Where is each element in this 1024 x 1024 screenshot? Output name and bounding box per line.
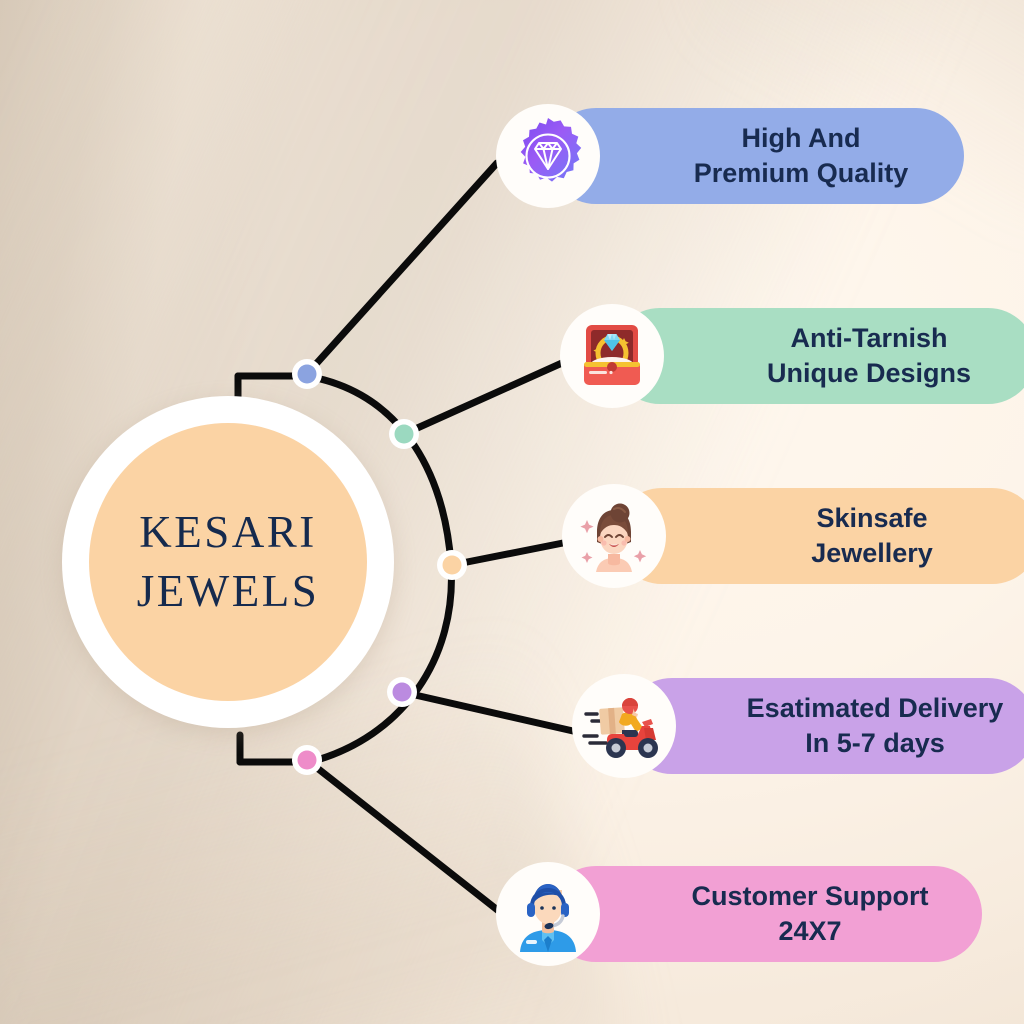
feature-skinsafe-jewellery[interactable]: Skinsafe Jewellery	[562, 484, 1024, 588]
agent-face	[534, 890, 562, 924]
ring-box-sparkles	[593, 338, 629, 355]
diamond-pavilion	[542, 148, 554, 170]
feature-label-4-line2: In 5-7 days	[805, 728, 945, 758]
node-dot-4	[387, 677, 417, 707]
face-ear-left	[597, 536, 604, 542]
face-cheek-left	[601, 540, 607, 546]
feature-pill-1: High And Premium Quality	[548, 108, 964, 204]
ring-box-dot	[609, 370, 613, 375]
branch-line-1	[303, 159, 501, 378]
headset-band	[530, 888, 566, 908]
feature-customer-support[interactable]: Customer Support 24X7	[496, 862, 982, 966]
feature-text-2: Anti-Tarnish Unique Designs	[724, 321, 1014, 391]
feature-label-2-line2: Unique Designs	[766, 358, 972, 388]
feature-esatimated-delivery[interactable]: Esatimated Delivery In 5-7 days	[572, 674, 1024, 778]
scooter-front-fairing	[644, 728, 656, 740]
node-dot-2	[389, 419, 419, 449]
face-hair-bun	[610, 503, 630, 523]
feature-label-3-line1: Skinsafe	[816, 502, 928, 533]
feature-icon-bubble-3	[562, 484, 666, 588]
diamond-badge-icon	[520, 118, 582, 182]
feature-label-5-line2: 24X7	[778, 916, 842, 946]
face-cheek-right	[621, 540, 627, 546]
delivery-parcel	[599, 707, 625, 735]
agent-shirt-placket	[544, 936, 552, 952]
feature-icon-bubble-4	[572, 674, 676, 778]
connector-nodes	[292, 359, 467, 775]
feature-pill-2: Anti-Tarnish Unique Designs	[612, 308, 1024, 404]
ring-box-icon	[584, 325, 640, 385]
feature-label-2-line1: Anti-Tarnish	[790, 322, 948, 353]
feature-pill-5: Customer Support 24X7	[548, 866, 982, 962]
feature-label-1-line1: High And	[741, 122, 861, 153]
scooter-handlebar	[642, 719, 653, 727]
feature-icon-bubble-5	[496, 862, 600, 966]
brand-name-line1: KESARI	[139, 506, 317, 557]
headset-agent-icon	[520, 884, 576, 952]
ring-box-front	[584, 364, 640, 385]
scooter-wheels	[606, 738, 658, 758]
agent-name-tag	[526, 940, 537, 944]
agent-eyes	[540, 906, 556, 910]
feature-anti-tarnish-unique-designs[interactable]: Anti-Tarnish Unique Designs	[560, 304, 1024, 408]
headset-mic	[544, 922, 554, 930]
rider-helmet-top	[622, 698, 638, 706]
glowing-face-icon	[580, 503, 647, 572]
node-dot-1	[292, 359, 322, 389]
branch-line-5	[303, 756, 504, 916]
face-sparkles	[580, 520, 647, 563]
node-dot-5	[292, 745, 322, 775]
feature-high-and-premium-quality[interactable]: High And Premium Quality	[496, 104, 964, 208]
feature-text-3: Skinsafe Jewellery	[726, 501, 1018, 571]
feature-label-5-line1: Customer Support	[691, 880, 929, 911]
ring-diamond	[604, 334, 620, 351]
rider-face	[632, 708, 638, 717]
ring-box-label	[589, 371, 607, 374]
brand-hub-inner: KESARI JEWELS	[89, 423, 367, 701]
feature-icon-bubble-1	[496, 104, 600, 208]
badge-inner-ring	[525, 133, 571, 179]
feature-icon-bubble-2	[560, 304, 664, 408]
brand-name-line2: JEWELS	[136, 566, 320, 616]
feature-pill-4: Esatimated Delivery In 5-7 days	[624, 678, 1024, 774]
diamond-facets	[538, 142, 558, 150]
branch-line-4	[398, 688, 577, 735]
rider-jacket	[619, 712, 643, 732]
brand-hub: KESARI JEWELS	[62, 396, 394, 728]
feature-label-4-line1: Esatimated Delivery	[746, 692, 1004, 723]
ring-box-latch	[607, 362, 617, 372]
branch-line-2	[400, 359, 566, 438]
feature-pill-3: Skinsafe Jewellery	[614, 488, 1024, 584]
scooter-delivery-icon	[582, 698, 658, 758]
branch-line-3	[448, 539, 567, 569]
feature-text-1: High And Premium Quality	[660, 121, 942, 191]
headset-earcup-left	[527, 903, 535, 917]
face-ear-right	[624, 536, 631, 542]
feature-text-5: Customer Support 24X7	[660, 879, 960, 949]
face-neck	[608, 554, 620, 566]
node-dot-3	[437, 550, 467, 580]
scooter-seat	[624, 730, 638, 737]
diamond-outline	[534, 142, 562, 170]
face-teeth	[610, 544, 618, 546]
headset-earcup-right	[561, 903, 569, 917]
feature-label-1-line2: Premium Quality	[693, 158, 909, 188]
face-shape	[600, 522, 628, 554]
face-bun-highlight	[613, 507, 626, 513]
feature-text-4: Esatimated Delivery In 5-7 days	[736, 691, 1014, 761]
feature-label-3-line2: Jewellery	[811, 538, 933, 568]
face-eyes	[604, 534, 624, 538]
